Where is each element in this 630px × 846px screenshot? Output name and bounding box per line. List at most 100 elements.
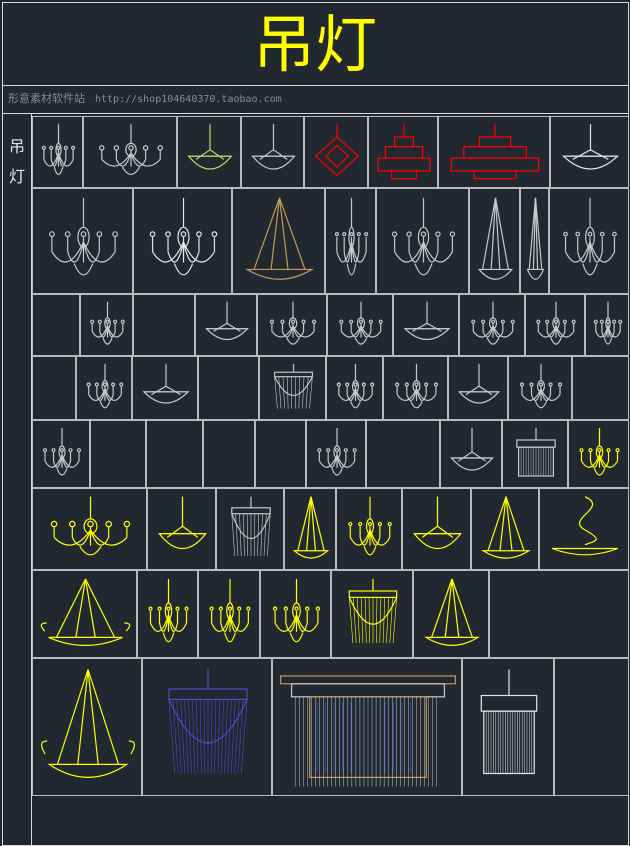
- catalog-cell: [327, 294, 393, 356]
- crystal-drum-pendant-icon: [221, 493, 281, 567]
- catalog-cell: [241, 116, 304, 188]
- source-caption: 形意素材软件站 http://shop104640370.taobao.com: [8, 92, 282, 107]
- bowl-pendant-icon: [453, 361, 505, 417]
- candle-arm-chandelier-icon: [203, 575, 257, 655]
- shop-url: http://shop104640370.taobao.com: [95, 94, 282, 105]
- crystal-drum-pendant-icon: [147, 663, 269, 793]
- catalog-cell: [90, 420, 146, 488]
- candle-arm-chandelier-icon: [81, 361, 129, 417]
- catalog-cell: [508, 356, 572, 420]
- candle-arm-chandelier-icon: [464, 299, 522, 353]
- candle-arm-chandelier-icon: [142, 575, 195, 655]
- catalog-cell: [502, 420, 568, 488]
- catalog-cell: [520, 188, 549, 294]
- catalog-cell: [413, 570, 489, 658]
- spiral-pendant-icon: [544, 493, 626, 567]
- candle-arm-chandelier-icon: [138, 193, 229, 291]
- cone-pendant-icon: [37, 663, 139, 793]
- candle-arm-chandelier-icon: [513, 361, 569, 417]
- crystal-drum-pendant-icon: [336, 575, 410, 655]
- candle-arm-chandelier-icon: [37, 493, 144, 567]
- catalog-cell: [198, 356, 259, 420]
- catalog-cell: [549, 188, 629, 294]
- catalog-cell: [32, 356, 76, 420]
- candle-arm-chandelier-icon: [265, 575, 328, 655]
- catalog-cell: [32, 116, 83, 188]
- catalog-cell: [203, 420, 255, 488]
- drum-shade-pendant-icon: [467, 663, 551, 793]
- diamond-pendant-icon: [309, 121, 365, 185]
- drum-shade-pendant-icon: [507, 425, 565, 485]
- catalog-cell: [331, 570, 413, 658]
- catalog-cell: [383, 356, 448, 420]
- shop-name: 形意素材软件站: [8, 92, 85, 105]
- page-title: 吊灯: [252, 8, 377, 81]
- catalog-cell: [440, 420, 502, 488]
- cone-pendant-icon: [289, 493, 333, 567]
- cone-pendant-icon: [237, 193, 322, 291]
- catalog-cell: [469, 188, 520, 294]
- candle-arm-chandelier-icon: [262, 299, 324, 353]
- catalog-cell: [572, 356, 629, 420]
- candle-arm-chandelier-icon: [554, 193, 626, 291]
- catalog-cell: [257, 294, 327, 356]
- catalog-cell: [366, 420, 440, 488]
- candle-arm-chandelier-icon: [37, 425, 87, 485]
- catalog-cell: [132, 356, 198, 420]
- catalog-cell: [232, 188, 325, 294]
- bowl-pendant-icon: [182, 121, 238, 185]
- bowl-pendant-icon: [555, 121, 626, 185]
- bowl-pendant-icon: [407, 493, 468, 567]
- catalog-cell: [216, 488, 284, 570]
- catalog-cell: [368, 116, 438, 188]
- catalog-cell: [32, 488, 147, 570]
- catalog-cell: [32, 570, 137, 658]
- catalog-cell: [83, 116, 177, 188]
- cone-pendant-icon: [474, 193, 517, 291]
- catalog-cell: [147, 488, 216, 570]
- bowl-pendant-icon: [137, 361, 195, 417]
- catalog-cell: [284, 488, 336, 570]
- tiered-square-pendant-icon: [373, 121, 435, 185]
- catalog-cell: [260, 570, 331, 658]
- catalog-cell: [402, 488, 471, 570]
- catalog-cell: [471, 488, 539, 570]
- catalog-cell: [177, 116, 241, 188]
- catalog-cell: [32, 420, 90, 488]
- candle-arm-chandelier-icon: [341, 493, 399, 567]
- catalog-cell: [550, 116, 629, 188]
- catalog-cell: [448, 356, 508, 420]
- catalog-cell: [259, 356, 326, 420]
- catalog-cell: [32, 294, 80, 356]
- catalog-cell: [133, 294, 195, 356]
- catalog-cell: [137, 570, 198, 658]
- catalog-cell: [80, 294, 133, 356]
- candle-arm-chandelier-icon: [37, 193, 130, 291]
- candle-arm-chandelier-icon: [381, 193, 466, 291]
- catalog-cell: [325, 188, 376, 294]
- catalog-cell: [32, 658, 142, 796]
- cone-pendant-icon: [37, 575, 134, 655]
- catalog-cell: [306, 420, 366, 488]
- category-label: 吊灯: [8, 137, 25, 186]
- catalog-cell: [568, 420, 629, 488]
- catalog-cell: [326, 356, 383, 420]
- catalog-cell: [272, 658, 462, 796]
- catalog-cell: [376, 188, 469, 294]
- catalog-cell: [393, 294, 459, 356]
- side-column-divider: [31, 113, 32, 846]
- cone-pendant-icon: [418, 575, 486, 655]
- candle-arm-chandelier-icon: [88, 121, 174, 185]
- candle-arm-chandelier-icon: [85, 299, 130, 353]
- crystal-drum-pendant-icon: [264, 361, 323, 417]
- catalog-cell: [489, 570, 629, 658]
- candle-arm-chandelier-icon: [311, 425, 363, 485]
- tiered-square-pendant-icon: [443, 121, 547, 185]
- catalog-cell: [554, 658, 629, 796]
- candle-arm-chandelier-icon: [590, 299, 626, 353]
- bowl-pendant-icon: [445, 425, 499, 485]
- catalog-cell: [142, 658, 272, 796]
- catalog-cell: [255, 420, 306, 488]
- candle-arm-chandelier-icon: [530, 299, 582, 353]
- candle-arm-chandelier-icon: [332, 299, 390, 353]
